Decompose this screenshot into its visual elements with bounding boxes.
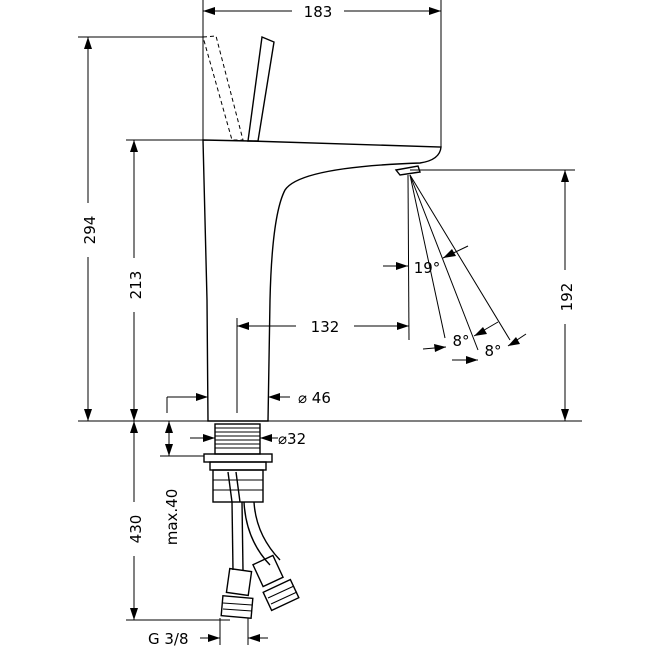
lever-handle xyxy=(247,36,275,142)
dim-depth-below-label: 430 xyxy=(127,515,145,544)
dim-reach: 132 xyxy=(237,316,409,336)
dim-diameter-body: ⌀ 46 xyxy=(166,389,331,413)
supply-hoses xyxy=(220,501,300,620)
dim-diameter-thread-label: ⌀32 xyxy=(278,430,306,448)
dim-spout-height-label: 192 xyxy=(558,283,576,312)
faucet-body xyxy=(202,139,442,422)
dim-height-total-label: 294 xyxy=(81,216,99,245)
dim-angle-main-label: 19° xyxy=(414,259,441,277)
lever-handle-alt-position xyxy=(202,35,244,141)
water-jet-lines xyxy=(407,174,511,351)
dim-angle-b-label: 8° xyxy=(484,342,501,360)
dim-max-mount: max.40 xyxy=(160,421,204,545)
dim-height-body: 213 xyxy=(124,139,203,421)
dim-width-top: 183 xyxy=(202,0,442,147)
dim-max-mount-label: max.40 xyxy=(163,489,181,546)
dim-angle-a-label: 8° xyxy=(452,332,469,350)
dim-depth-below: 430 xyxy=(124,421,230,621)
dim-diameter-body-label: ⌀ 46 xyxy=(298,389,331,407)
dim-width-top-label: 183 xyxy=(304,3,333,21)
dim-connection: G 3/8 xyxy=(148,618,268,648)
dim-height-total: 294 xyxy=(78,36,203,421)
dim-height-body-label: 213 xyxy=(127,271,145,300)
dim-angle-main: 19° xyxy=(383,245,469,277)
dim-angle-a: 8° xyxy=(422,321,499,352)
dim-angle-b: 8° xyxy=(452,333,527,364)
mounting-thread xyxy=(203,423,273,503)
dim-spout-height: 192 xyxy=(410,169,576,421)
dim-reach-label: 132 xyxy=(311,318,340,336)
dim-diameter-thread: ⌀32 xyxy=(190,430,306,448)
dim-connection-label: G 3/8 xyxy=(148,630,189,648)
